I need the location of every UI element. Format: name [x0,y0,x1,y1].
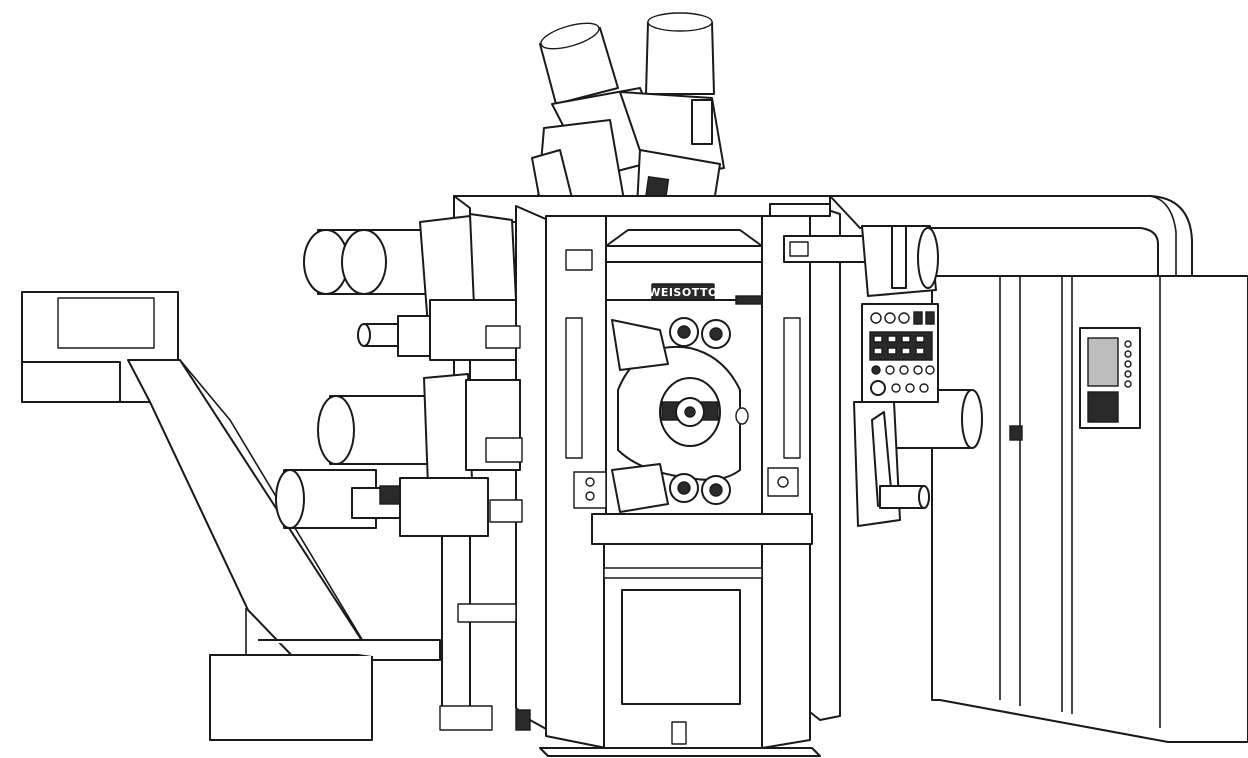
brand-plate: WEISOTTO [648,283,718,301]
brand-label: WEISOTTO [648,286,718,299]
nameplate [565,249,593,271]
hmi-panel [1079,327,1141,429]
spindle-chuck [669,317,731,505]
operator-control-panel [861,303,939,403]
small-plate [735,295,763,305]
turret-assembly [611,317,749,513]
electrical-cabinet [829,195,1248,743]
chip-conveyor [21,291,441,741]
left-spindle-units [275,213,523,537]
right-spindle-unit [783,225,983,527]
door-latch [1009,425,1023,441]
